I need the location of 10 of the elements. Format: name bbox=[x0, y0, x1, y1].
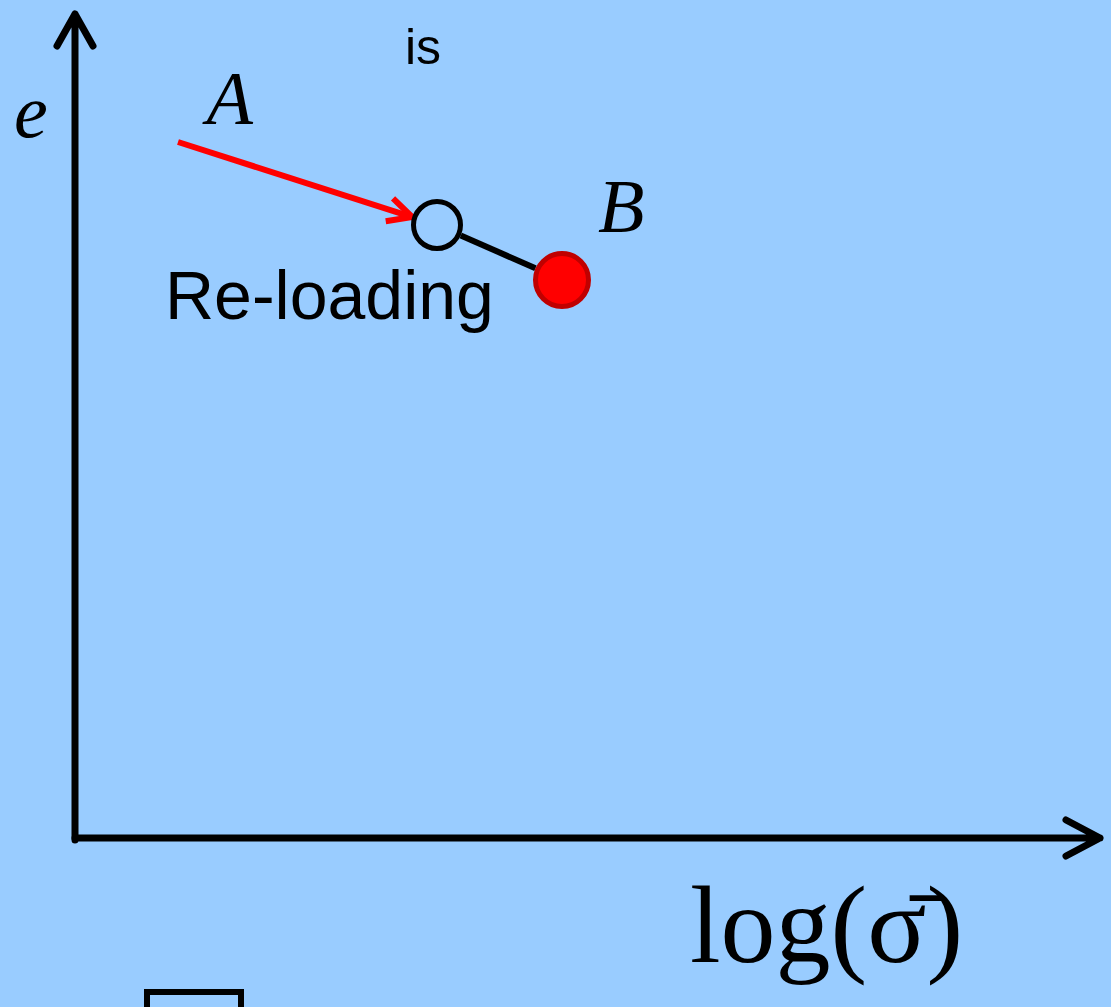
note-text: is bbox=[405, 20, 442, 75]
line bbox=[459, 232, 537, 272]
path-label: Re-loading bbox=[165, 258, 494, 333]
axis-label: log(σ̄) bbox=[690, 865, 964, 986]
axis-label: e bbox=[14, 70, 48, 154]
arrow bbox=[177, 139, 416, 225]
point-label: B bbox=[598, 168, 645, 244]
open-circle-marker bbox=[411, 199, 463, 251]
state-point-dot bbox=[533, 251, 591, 309]
point-label: A bbox=[178, 60, 253, 142]
